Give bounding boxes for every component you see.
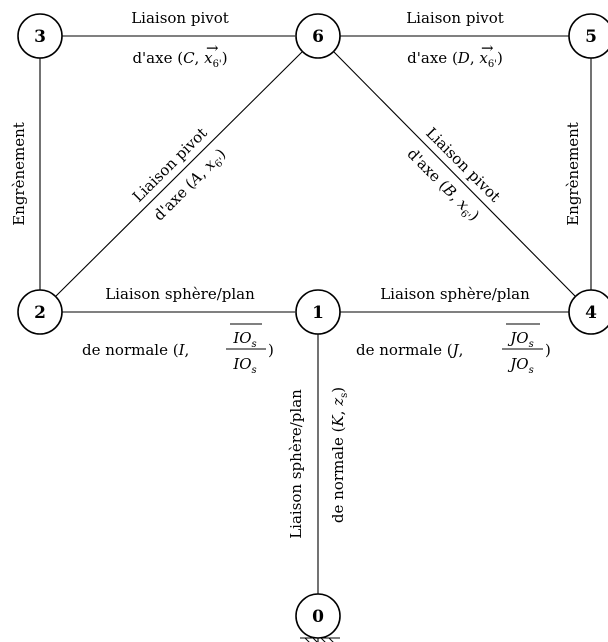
svg-text:3: 3	[34, 27, 46, 47]
svg-text:Liaison sphère/plan: Liaison sphère/plan	[380, 285, 530, 303]
svg-text:Liaison sphère/plan: Liaison sphère/plan	[105, 285, 255, 303]
label-edge-2-1: Liaison sphère/plan de normale (I, IOs I…	[82, 285, 274, 376]
node-6: 6	[295, 13, 341, 59]
node-4: 4	[568, 289, 608, 335]
svg-text:d'axe (A, x6'): d'axe (A, x6')	[150, 145, 232, 227]
svg-text:IOs: IOs	[232, 329, 256, 350]
svg-text:d'axe (C, x6'): d'axe (C, x6')	[132, 49, 227, 70]
svg-text:de normale (J,: de normale (J,	[356, 341, 463, 359]
label-edge-1-0: Liaison sphère/plan de normale (K, zs)	[287, 387, 350, 539]
svg-text:Liaison pivot: Liaison pivot	[406, 9, 504, 27]
svg-text:): )	[268, 341, 274, 359]
edge-2-6	[55, 51, 303, 297]
svg-text:4: 4	[585, 303, 597, 323]
svg-text:de normale (I,: de normale (I,	[82, 341, 189, 359]
svg-text:Liaison sphère/plan: Liaison sphère/plan	[287, 389, 305, 539]
node-3: 3	[17, 13, 63, 59]
svg-text:JOs: JOs	[507, 329, 533, 350]
label-edge-6-5: Liaison pivot d'axe (D, x6') →	[406, 9, 504, 70]
node-5: 5	[568, 13, 608, 59]
svg-text:JOs: JOs	[507, 355, 533, 376]
svg-text:d'axe (D, x6'): d'axe (D, x6')	[407, 49, 503, 70]
svg-text:): )	[545, 341, 551, 359]
label-edge-6-4: Liaison pivot d'axe (B, x6')	[401, 124, 504, 227]
svg-text:→: →	[206, 39, 219, 57]
svg-text:de normale (K, zs): de normale (K, zs)	[329, 387, 350, 523]
svg-text:2: 2	[34, 303, 46, 323]
svg-text:d'axe (B, x6'): d'axe (B, x6')	[401, 145, 483, 227]
svg-text:1: 1	[312, 303, 324, 323]
label-edge-3-6: Liaison pivot d'axe (C, x6') →	[131, 9, 229, 70]
svg-text:IOs: IOs	[232, 355, 256, 376]
node-2: 2	[17, 289, 63, 335]
label-edge-2-6: Liaison pivot d'axe (A, x6')	[129, 124, 232, 227]
label-edge-3-2: Engrènement	[10, 122, 28, 226]
svg-text:Liaison pivot: Liaison pivot	[131, 9, 229, 27]
svg-text:5: 5	[585, 27, 597, 47]
svg-text:→: →	[481, 39, 494, 57]
svg-text:6: 6	[312, 27, 324, 47]
edge-6-4	[333, 51, 576, 297]
label-edge-5-4: Engrènement	[564, 122, 582, 226]
label-edge-1-4: Liaison sphère/plan de normale (J, JOs J…	[356, 285, 551, 376]
svg-text:0: 0	[312, 607, 324, 627]
node-1: 1	[295, 289, 341, 335]
node-0: 0	[295, 593, 341, 639]
